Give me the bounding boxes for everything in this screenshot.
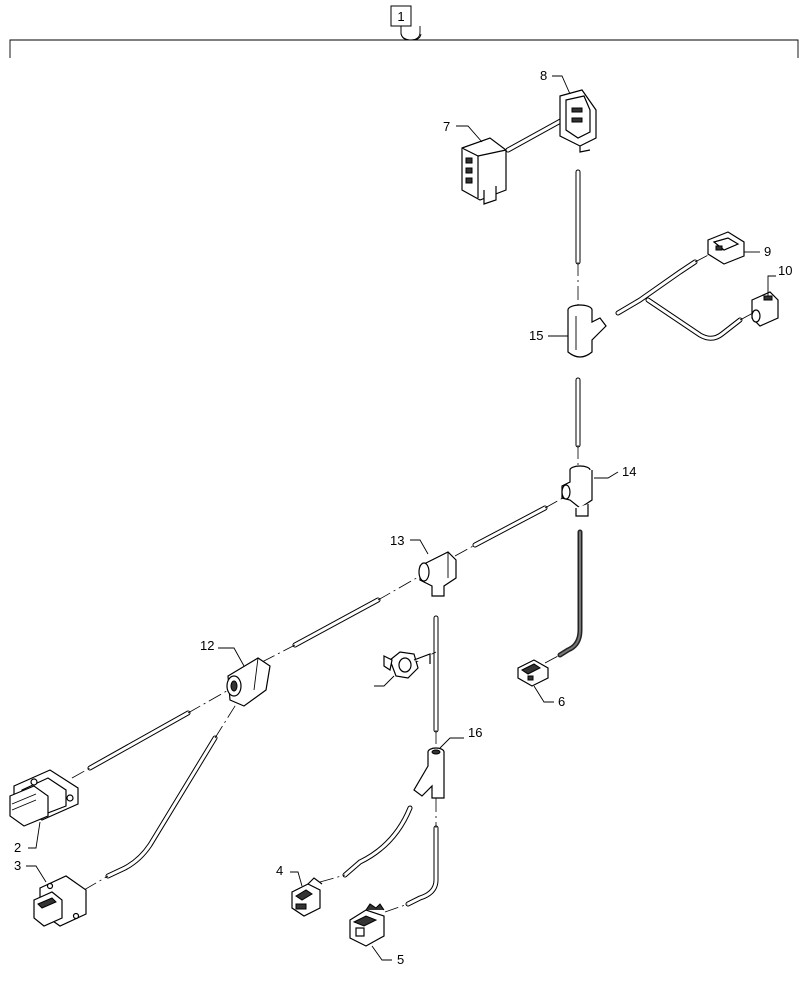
callout-7: 7 [443, 119, 450, 134]
leader-8 [552, 75, 571, 95]
callout-10: 10 [778, 263, 792, 278]
assembly-bracket [9, 26, 799, 58]
part-11-boot[interactable] [226, 657, 271, 707]
part-7-connector[interactable] [461, 137, 507, 205]
callout-4: 4 [276, 863, 283, 878]
leader-16 [374, 675, 395, 687]
assembly-callout-label: 1 [397, 9, 404, 24]
assembly-bracket-stem [400, 26, 422, 41]
leader-13 [594, 471, 619, 479]
part-10-connector[interactable] [751, 291, 779, 327]
callout-12: 13 [390, 533, 404, 548]
leader-3 [26, 865, 47, 883]
part-2-bulkhead-connector[interactable] [9, 769, 79, 827]
callout-3: 3 [14, 858, 21, 873]
part-8-connector[interactable] [559, 89, 597, 153]
part-15-ysplice[interactable] [413, 747, 445, 799]
callout-2: 2 [14, 840, 21, 855]
part-14-splice[interactable] [567, 304, 607, 358]
leader-12 [410, 539, 429, 555]
part-4-connector[interactable] [291, 877, 323, 917]
leader-6 [533, 685, 554, 703]
callout-6: 6 [558, 694, 565, 709]
leader-15 [439, 737, 464, 749]
assembly-callout[interactable]: 1 [390, 5, 412, 27]
part-3-flange-connector[interactable] [33, 875, 87, 927]
callout-15: 16 [468, 725, 482, 740]
part-13-tee[interactable] [561, 465, 593, 517]
part-6-connector[interactable] [517, 659, 549, 687]
leader-2 [28, 821, 41, 849]
wire-segments [87, 115, 743, 907]
callout-8: 8 [540, 68, 547, 83]
callout-9: 9 [764, 244, 771, 259]
callout-13: 14 [622, 464, 636, 479]
callout-5: 5 [397, 952, 404, 967]
callout-14: 15 [529, 328, 543, 343]
callout-11: 12 [200, 638, 214, 653]
leader-7 [456, 125, 483, 143]
part-9-connector[interactable] [707, 231, 745, 265]
part-5-connector[interactable] [349, 903, 385, 947]
leader-11 [218, 647, 245, 667]
leader-5 [371, 945, 392, 961]
part-16-clip[interactable] [383, 651, 431, 679]
part-12-tee[interactable] [418, 551, 457, 597]
centerlines [71, 111, 756, 913]
leader-10 [767, 275, 776, 296]
leader-4 [290, 871, 303, 887]
